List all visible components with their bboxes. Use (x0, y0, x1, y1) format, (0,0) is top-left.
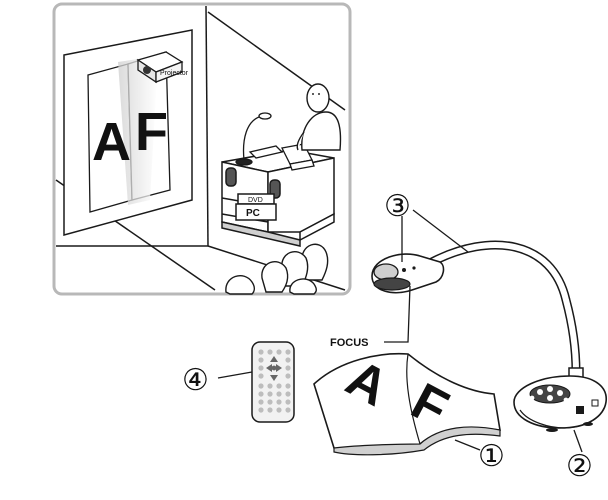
document-camera (371, 240, 607, 432)
camera-base (513, 375, 607, 432)
classroom-inset: A F Projector DVD PC (52, 2, 352, 296)
audience (225, 243, 329, 295)
speaker-left (225, 167, 237, 187)
projector-label: Projector (160, 70, 189, 77)
podium-document-camera (235, 112, 284, 166)
pc-unit (235, 203, 277, 221)
open-document: A F (313, 349, 501, 456)
camera-head (371, 253, 445, 294)
projection-screen: A F (63, 29, 193, 236)
remote-control (251, 341, 295, 423)
dvd-label: DVD (248, 197, 263, 204)
screen-letter-a: A (92, 112, 131, 172)
callout-camera-head: ③ (384, 189, 411, 224)
presenter (296, 83, 342, 151)
screen-letter-f: F (135, 102, 168, 162)
leader-lines (217, 209, 583, 453)
callout-remote: ④ (182, 363, 209, 398)
callout-base: ② (566, 449, 593, 484)
gooseneck-arm (427, 240, 581, 377)
pc-label: PC (246, 208, 260, 219)
projector: Projector (136, 51, 189, 84)
callout-document: ① (478, 439, 505, 474)
focus-label: FOCUS (330, 337, 369, 349)
